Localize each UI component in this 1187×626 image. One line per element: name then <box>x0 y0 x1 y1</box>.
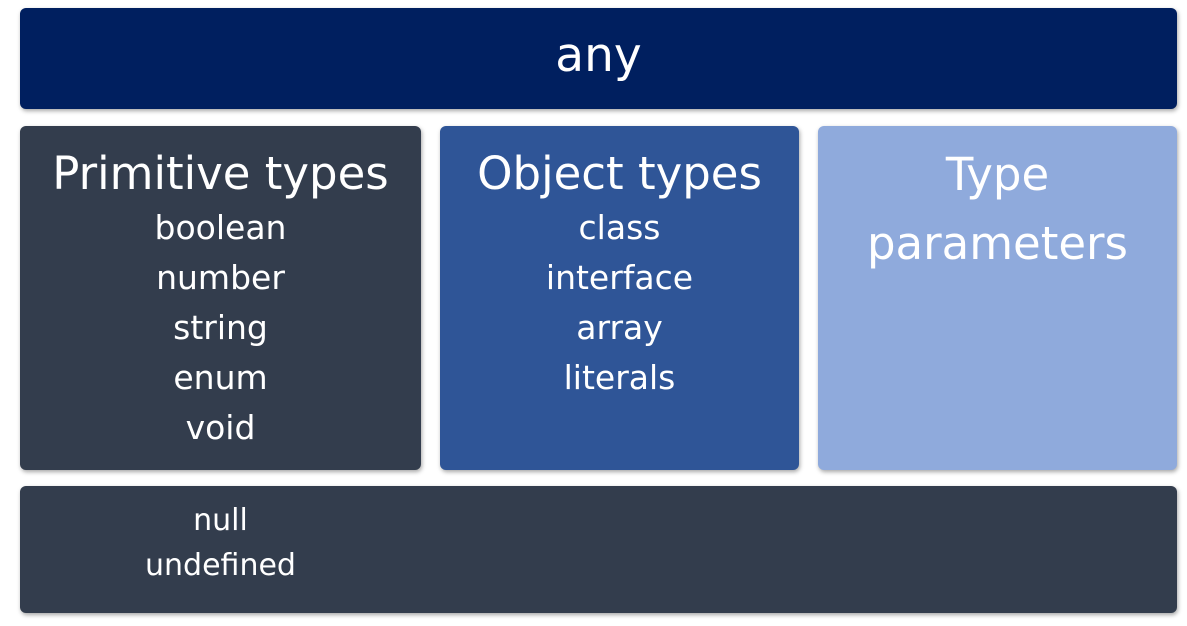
any-label: any <box>555 28 642 83</box>
primitive-type-item: number <box>156 258 285 297</box>
primitive-type-item: string <box>173 308 268 347</box>
primitive-types-heading: Primitive types <box>52 147 389 200</box>
primitive-type-item: void <box>185 408 256 447</box>
any-box: any <box>20 8 1177 109</box>
type-parameters-box: Type parameters <box>818 126 1177 470</box>
object-type-item: class <box>578 208 661 247</box>
primitive-types-list: boolean number string enum void <box>20 203 421 453</box>
type-parameters-heading: Type parameters <box>866 148 1128 270</box>
null-item: null <box>193 503 248 538</box>
object-type-item: array <box>576 308 663 347</box>
object-type-item: literals <box>563 358 676 397</box>
primitive-type-item: boolean <box>154 208 287 247</box>
primitive-types-box: Primitive types boolean number string en… <box>20 126 421 470</box>
null-undefined-list: null undefined <box>20 498 421 588</box>
primitive-type-item: enum <box>173 358 268 397</box>
null-undefined-box: null undefined <box>20 486 1177 613</box>
object-types-heading: Object types <box>477 147 762 200</box>
undefined-item: undefined <box>145 548 296 583</box>
object-type-item: interface <box>545 258 694 297</box>
object-types-box: Object types class interface array liter… <box>440 126 799 470</box>
object-types-list: class interface array literals <box>440 203 799 403</box>
